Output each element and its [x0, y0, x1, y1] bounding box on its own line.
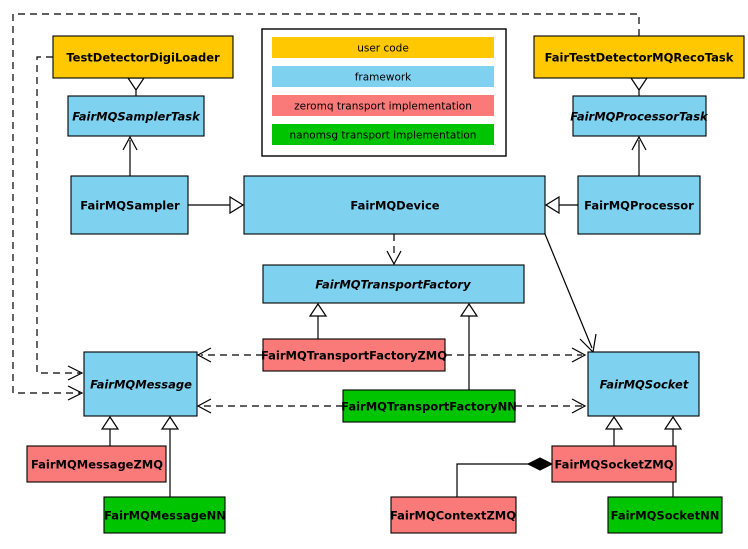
edge-socketzmq-to-contextzmq: [456, 463, 538, 497]
arrowhead-hollow: [160, 415, 180, 430]
arrowhead-hollow: [604, 415, 624, 430]
node-fairmqsocketnn[interactable]: FairMQSocketNN: [607, 496, 723, 534]
node-label: FairMQSocketZMQ: [555, 458, 674, 472]
node-label: FairMQProcessorTask: [570, 110, 709, 124]
arrowhead-hollow: [126, 77, 146, 92]
node-fairmqsocket[interactable]: FairMQSocket: [587, 351, 700, 417]
arrowhead-open: [571, 347, 587, 363]
node-label: FairMQTransportFactory: [315, 278, 471, 292]
legend-item-framework: framework: [272, 66, 494, 87]
legend-label: framework: [355, 72, 412, 84]
diamond-composition-icon: [526, 457, 554, 471]
node-label: TestDetectorDigiLoader: [66, 51, 220, 65]
edge-recotask-to-message: [12, 13, 640, 394]
node-fairmqmessage[interactable]: FairMQMessage: [83, 351, 198, 417]
edge-device-to-socket: [544, 233, 593, 349]
node-fairmqtransportfactorynn[interactable]: FairMQTransportFactoryNN: [341, 389, 517, 423]
node-label: FairMQMessageZMQ: [31, 458, 163, 472]
node-label: FairMQSocketNN: [611, 509, 720, 523]
edge-digiloader-to-message: [36, 56, 80, 374]
arrowhead-open: [122, 135, 138, 151]
arrowhead-hollow: [308, 302, 328, 317]
legend-swatch: [272, 37, 494, 58]
legend-item-user-code: user code: [272, 37, 494, 58]
node-fairmqmessagenn[interactable]: FairMQMessageNN: [103, 496, 226, 534]
arrowhead-open: [196, 347, 212, 363]
arrowhead-open: [579, 333, 597, 354]
legend-swatch: [272, 124, 494, 145]
legend-label: user code: [357, 43, 409, 55]
arrowhead-open: [67, 365, 84, 381]
arrowhead-hollow: [663, 415, 683, 430]
node-label: FairMQSampler: [80, 199, 180, 213]
node-fairmqtransportfactoryzmq[interactable]: FairMQTransportFactoryZMQ: [261, 338, 447, 372]
node-label: FairMQDevice: [350, 199, 439, 213]
arrowhead-open: [386, 250, 402, 266]
node-fairmqmessagezmq[interactable]: FairMQMessageZMQ: [26, 445, 167, 483]
node-label: FairMQMessageNN: [104, 509, 226, 523]
legend: user code framework zeromq transport imp…: [261, 28, 507, 157]
legend-item-nanomsg: nanomsg transport implementation: [272, 124, 494, 145]
node-fairmqsampler[interactable]: FairMQSampler: [70, 175, 189, 235]
legend-swatch: [272, 95, 494, 116]
arrowhead-open: [196, 398, 212, 414]
node-fairmqprocessortask[interactable]: FairMQProcessorTask: [570, 95, 709, 137]
node-fairtestdetectormqrecotask[interactable]: FairTestDetectorMQRecoTask: [533, 35, 745, 79]
arrowhead-hollow: [100, 415, 120, 430]
node-fairmqprocessor[interactable]: FairMQProcessor: [577, 175, 701, 235]
arrowhead-hollow: [459, 302, 479, 317]
node-label: FairMQProcessor: [584, 199, 694, 213]
node-layer: TestDetectorDigiLoader FairMQSamplerTask…: [26, 35, 745, 534]
arrowhead-open: [67, 385, 84, 401]
legend-label: nanomsg transport implementation: [290, 130, 477, 142]
node-fairmqdevice[interactable]: FairMQDevice: [243, 175, 546, 235]
node-label: FairTestDetectorMQRecoTask: [545, 51, 734, 65]
arrowhead-hollow: [629, 77, 649, 92]
node-label: FairMQTransportFactoryNN: [341, 400, 517, 414]
node-label: FairMQTransportFactoryZMQ: [261, 349, 447, 363]
node-fairmqsocketzmq[interactable]: FairMQSocketZMQ: [551, 445, 677, 483]
node-label: FairMQMessage: [90, 378, 192, 392]
legend-item-zeromq: zeromq transport implementation: [272, 95, 494, 116]
legend-label: zeromq transport implementation: [294, 101, 472, 113]
node-testdetectordigiloader[interactable]: TestDetectorDigiLoader: [52, 35, 234, 79]
node-label: FairMQContextZMQ: [390, 509, 516, 523]
node-label: FairMQSamplerTask: [72, 110, 201, 124]
arrowhead-open: [631, 135, 647, 151]
arrowhead-hollow: [229, 195, 245, 215]
node-fairmqcontextzmq[interactable]: FairMQContextZMQ: [390, 496, 517, 534]
arrowhead-hollow: [544, 195, 560, 215]
node-label: FairMQSocket: [600, 378, 689, 392]
legend-swatch: [272, 66, 494, 87]
node-fairmqsamplertask[interactable]: FairMQSamplerTask: [67, 95, 205, 137]
arrowhead-open: [571, 398, 587, 414]
node-fairmqtransportfactory[interactable]: FairMQTransportFactory: [262, 264, 525, 304]
